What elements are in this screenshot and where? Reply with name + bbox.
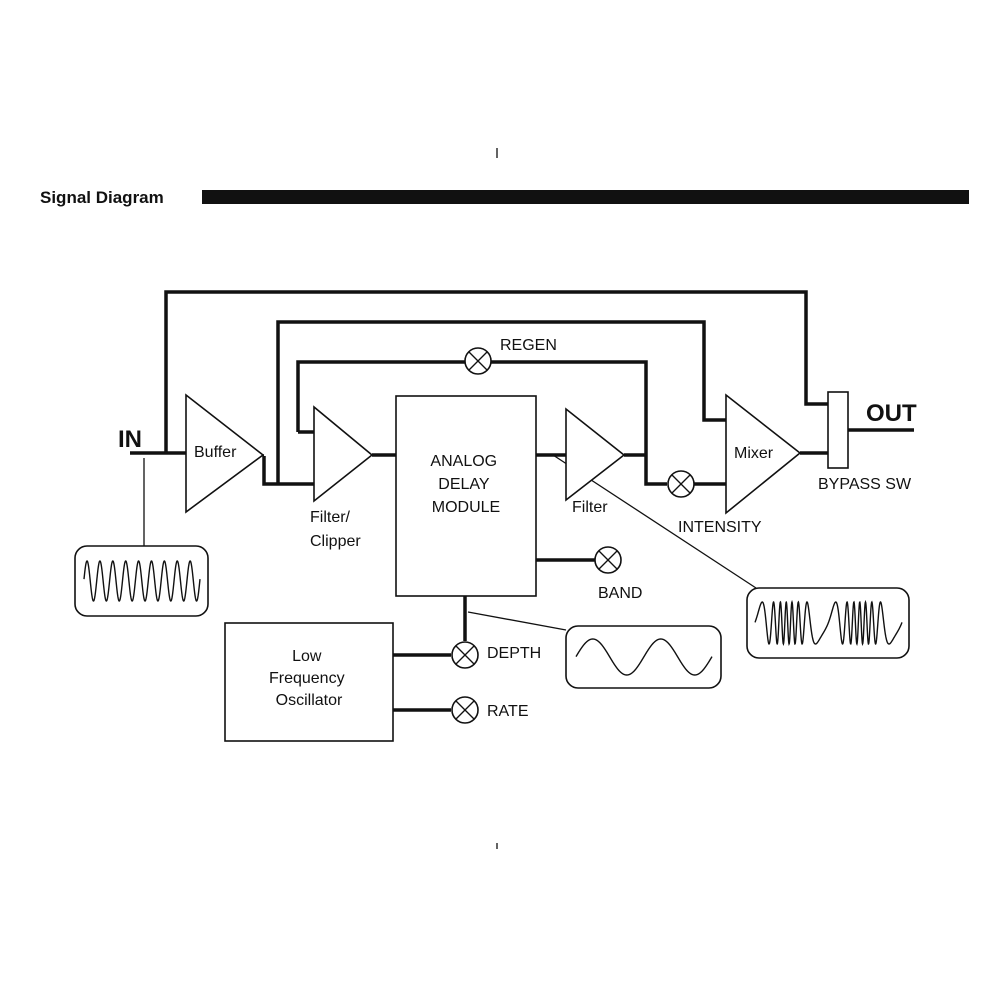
header-rule bbox=[202, 190, 969, 204]
output-label: OUT bbox=[866, 400, 917, 427]
depth-label: DEPTH bbox=[487, 645, 541, 662]
section-title: Signal Diagram bbox=[40, 188, 164, 207]
bypass-label: BYPASS SW bbox=[818, 476, 912, 493]
filter-amp bbox=[565, 407, 626, 502]
filter-clipper-label: Filter/ Clipper bbox=[310, 509, 361, 550]
band-label: BAND bbox=[598, 585, 642, 602]
buffer-to-clipper-wire bbox=[262, 456, 314, 486]
delay-module-label: ANALOG DELAY MODULE bbox=[430, 453, 501, 516]
lfo-label: Low Frequency Oscillator bbox=[269, 648, 349, 709]
dry-bypass-wire bbox=[164, 290, 828, 453]
rate-knob bbox=[451, 696, 479, 724]
filter-label: Filter bbox=[572, 499, 608, 516]
regen-label: REGEN bbox=[500, 337, 557, 354]
filter-clipper-amp bbox=[313, 405, 374, 503]
regen-knob bbox=[464, 347, 492, 375]
bypass-switch bbox=[827, 391, 849, 469]
output-waveform bbox=[754, 599, 903, 647]
input-waveform bbox=[83, 560, 201, 602]
analog-delay-module bbox=[395, 395, 537, 597]
band-knob bbox=[594, 546, 622, 574]
lfo-waveform bbox=[575, 638, 713, 676]
intensity-knob bbox=[667, 470, 695, 498]
regen-loop-wire bbox=[296, 360, 667, 486]
mixer-label: Mixer bbox=[734, 445, 774, 462]
rate-label: RATE bbox=[487, 703, 528, 720]
intensity-label: INTENSITY bbox=[678, 519, 762, 536]
depth-knob bbox=[451, 641, 479, 669]
buffer-amp bbox=[185, 393, 265, 514]
buffer-label: Buffer bbox=[194, 444, 237, 461]
lfo-block bbox=[224, 622, 394, 742]
dry-to-mixer-wire bbox=[276, 320, 737, 484]
lfo-callout-line bbox=[467, 611, 567, 631]
mixer-amp bbox=[725, 393, 802, 515]
input-label: IN bbox=[118, 426, 142, 453]
